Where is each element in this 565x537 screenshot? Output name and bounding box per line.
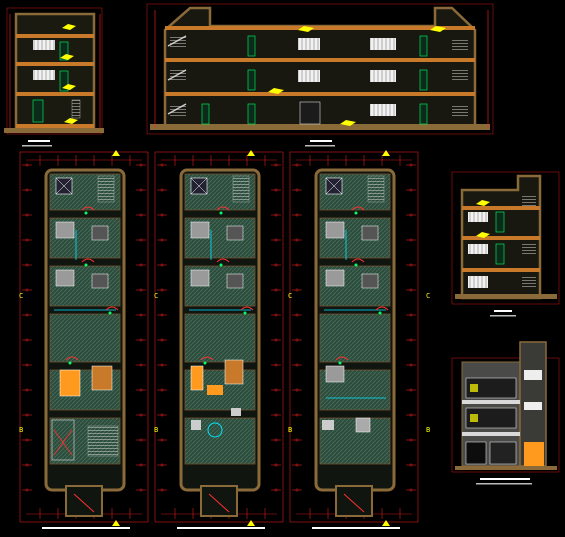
axis-label-c-mid1: C (154, 292, 158, 300)
axis-label-b-mid1: B (154, 426, 158, 434)
section-c-c (451, 171, 560, 317)
axis-label-c-mid2: C (288, 292, 292, 300)
floor-plans (19, 150, 419, 529)
axis-label-b-right: B (426, 426, 430, 434)
axis-label-b-mid2: B (288, 426, 292, 434)
plan-third-floor (289, 150, 419, 529)
axis-label-c-right: C (426, 292, 430, 300)
axis-label-b-left: B (19, 426, 23, 434)
section-a-a (4, 7, 104, 147)
plan-second-floor (154, 150, 284, 529)
plan-first-floor (19, 150, 149, 529)
axis-label-c-left: C (19, 292, 23, 300)
front-elevation (451, 341, 560, 485)
section-b-b (146, 3, 494, 147)
axis-markers: C C C C B B B B (19, 292, 430, 434)
